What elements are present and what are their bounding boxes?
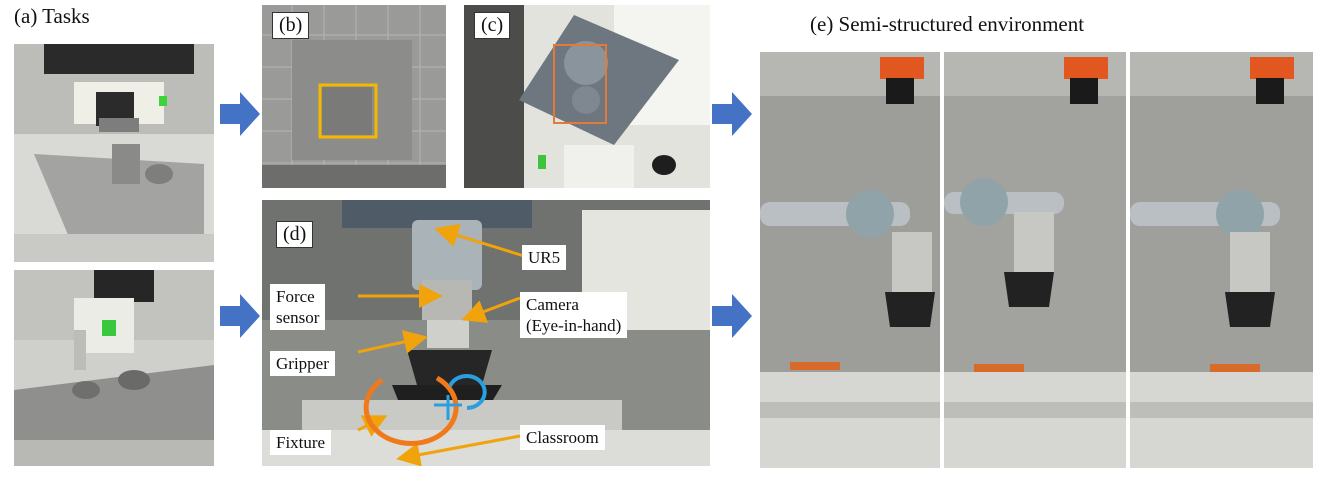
label-gripper: Gripper [270,351,335,376]
label-fixture: Fixture [270,430,332,455]
annotation-pointers [357,223,525,466]
label-classroom: Classroom [520,425,605,450]
label-ur5: UR5 [522,245,567,270]
label-camera-line1: Camera [526,295,579,314]
label-camera: Camera (Eye-in-hand) [520,292,628,338]
task-photo-top [14,44,214,262]
label-force-sensor-line1: Force [276,287,315,306]
panel-c-tag: (c) [474,12,511,39]
environment-photo-2 [944,52,1126,468]
environment-photo-3 [1130,52,1313,468]
label-force-sensor: Force sensor [270,284,326,330]
arrow-right-icon [220,92,260,136]
caption-tasks: (a) Tasks [14,4,90,28]
environment-photo-1 [760,52,940,468]
panel-b-tag: (b) [272,12,310,39]
arrow-right-icon [712,294,752,338]
panel-d-tag: (d) [276,221,314,248]
label-force-sensor-line2: sensor [276,308,320,327]
arrow-right-icon [220,294,260,338]
task-photo-bottom [14,270,214,466]
caption-semi-structured-environment: (e) Semi-structured environment [810,12,1085,36]
arrow-right-icon [712,92,752,136]
label-camera-line2: (Eye-in-hand) [526,316,622,335]
